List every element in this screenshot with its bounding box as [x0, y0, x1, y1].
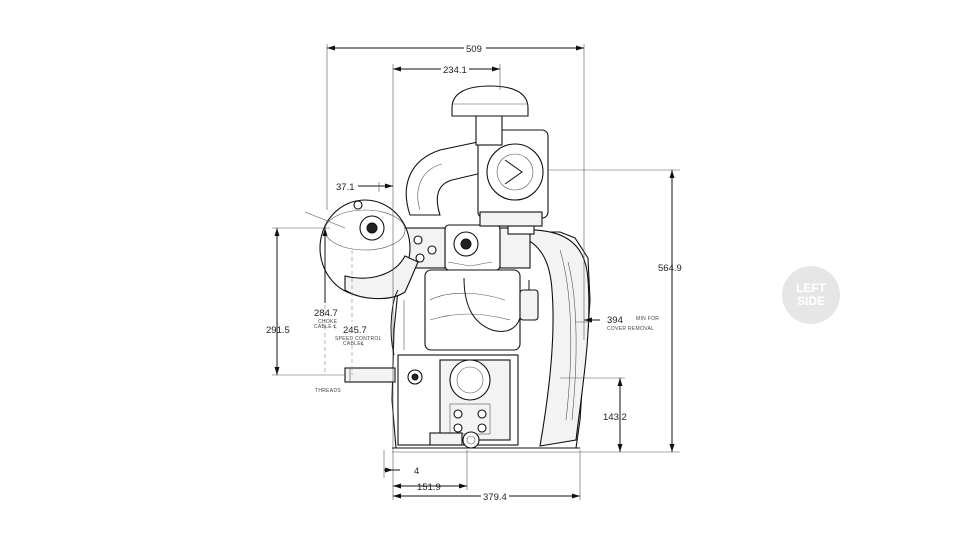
note-threads: THREADS	[315, 388, 341, 394]
dim-cover-removal: 394	[607, 315, 623, 326]
badge-line-1: LEFT	[796, 281, 826, 295]
dim-shaft-offset: 4	[414, 466, 419, 477]
badge-line-2: SIDE	[796, 294, 825, 308]
dim-base-height: 143.2	[603, 412, 627, 423]
dimension-labels: 509 234.1 37.1 564.9 284.7 CHOKE CABLE ℄…	[266, 43, 682, 503]
dim-mount-spacing: 151.9	[417, 482, 441, 493]
note-cover-line2: COVER REMOVAL	[607, 326, 654, 332]
dim-overall-width: 509	[466, 44, 482, 55]
dim-base-width: 379.4	[483, 492, 507, 503]
dim-muffler-offset: 234.1	[443, 65, 467, 76]
note-speed-line2: CABLE℄	[343, 341, 365, 347]
dim-height: 564.9	[658, 263, 682, 274]
note-choke-line2: CABLE ℄	[314, 324, 338, 330]
engine-illustration	[319, 85, 592, 453]
dim-speed-control-height: 245.7	[343, 325, 367, 336]
dim-choke-cable-height: 284.7	[314, 308, 338, 319]
note-speed-line1: SPEED CONTROL	[335, 336, 382, 342]
note-cover-line1: MIN FOR	[636, 316, 659, 322]
note-choke-line1: CHOKE	[318, 319, 338, 325]
dim-shaft-height: 291.5	[266, 325, 290, 336]
view-side-badge: LEFT SIDE	[782, 266, 840, 324]
dim-side-offset: 37.1	[336, 182, 355, 193]
